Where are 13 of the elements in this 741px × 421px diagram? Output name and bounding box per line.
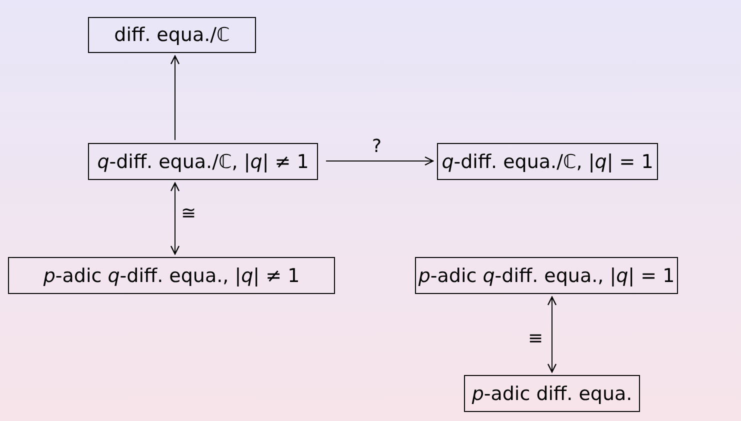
equation-box: q-diff. equa./ℂ, |q| ≠ 1 — [88, 143, 318, 180]
equation-box: diff. equa./ℂ — [88, 17, 256, 53]
arrow — [170, 55, 180, 140]
edge-label: ≡ — [528, 328, 544, 349]
arrow — [326, 156, 434, 166]
equation-box: p-adic q-diff. equa., |q| ≠ 1 — [8, 257, 335, 294]
equation-box: q-diff. equa./ℂ, |q| = 1 — [437, 143, 658, 180]
arrow — [170, 182, 180, 255]
equation-box: p-adic q-diff. equa., |q| = 1 — [415, 257, 678, 294]
equation-box: p-adic diff. equa. — [464, 375, 640, 412]
edge-label: ≅ — [181, 203, 196, 224]
arrow — [547, 296, 557, 373]
edge-label: ? — [372, 136, 382, 157]
